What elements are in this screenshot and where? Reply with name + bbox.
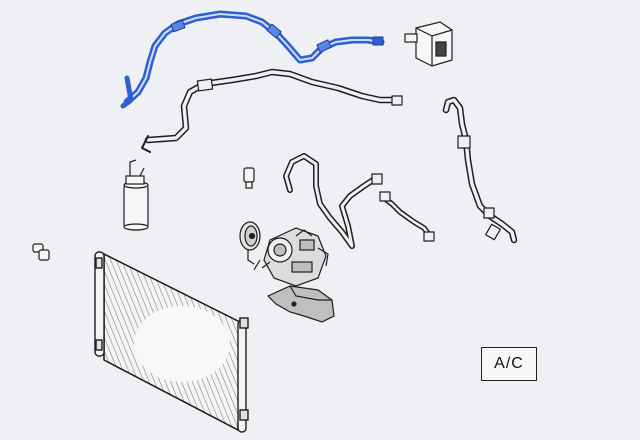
bolt-fitting[interactable] bbox=[32, 243, 50, 261]
liquid-line[interactable] bbox=[283, 153, 383, 249]
receiver-drier[interactable] bbox=[123, 159, 149, 231]
ac-control-module[interactable] bbox=[404, 21, 453, 67]
suction-hose[interactable] bbox=[141, 68, 403, 153]
high-pressure-hose[interactable] bbox=[120, 10, 385, 109]
short-pipe[interactable] bbox=[379, 191, 435, 242]
ac-section-label: A/C bbox=[481, 347, 537, 381]
discharge-pipe[interactable] bbox=[442, 96, 518, 244]
pressure-switch[interactable] bbox=[243, 167, 255, 189]
compressor-bracket[interactable] bbox=[266, 285, 335, 323]
compressor[interactable] bbox=[253, 227, 329, 287]
condenser[interactable] bbox=[94, 251, 249, 433]
compressor-clutch[interactable] bbox=[239, 221, 261, 265]
